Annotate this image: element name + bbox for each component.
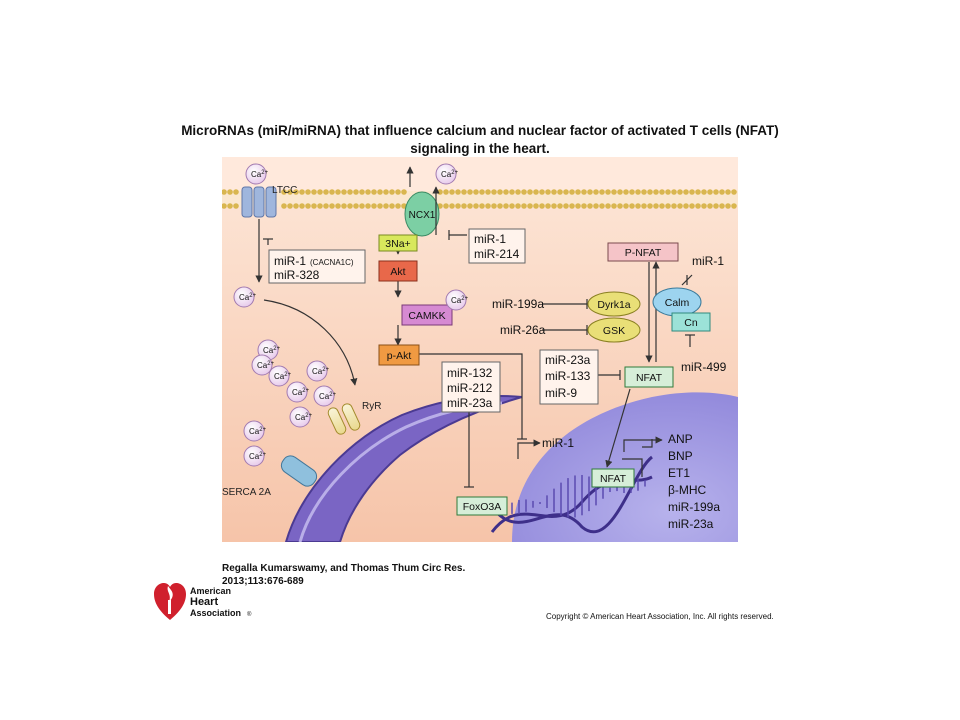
calcium-ion-label: Ca2+ [257,361,275,370]
logo-line-1: American [190,586,231,596]
gsk-label: GSK [603,325,625,337]
calcium-ion-label: Ca2+ [295,413,313,422]
target-gene-list: ANP BNP ET1 β-MHC miR-199a miR-23a [668,432,720,531]
ncx1-exchanger [404,191,440,237]
mirna-box-pakt [441,361,501,413]
calcium-ion: Ca2+ [445,289,469,311]
mir-ncx-2: miR-214 [474,247,520,261]
dyrk-ellipse [587,291,641,317]
ltcc-label: LTCC [272,185,297,196]
copyright: Copyright © American Heart Association, … [546,612,774,621]
logo-line-3: Association [190,608,241,618]
akt-label: Akt [390,266,405,278]
mirna-box-ncx1 [468,228,526,264]
nfat-signaling-diagram: LTCC NCX1 RyR SERCA 2A [222,157,738,542]
calcium-ion-label: Ca2+ [292,388,310,397]
camkk-box [401,304,453,326]
mir-ncx-1: miR-1 [474,232,506,246]
target-gene: ANP [668,432,693,446]
nfat-cyto-label: NFAT [636,372,663,384]
ltcc-channel [241,186,277,218]
pathway-arrows [255,166,695,488]
target-gene: ET1 [668,466,690,480]
heart-torch-icon [154,583,186,620]
calcium-ion: Ca2+ [243,420,267,442]
aha-logo: American Heart Association ® [154,583,252,620]
mir-nfat-3: miR-9 [545,386,577,400]
calcium-ion-label: Ca2+ [249,427,267,436]
calcium-ion: Ca2+ [243,445,267,467]
calcium-ion-label: Ca2+ [239,293,257,302]
mirna-box-ltcc [268,249,366,284]
mir-26a-label: miR-26a [500,323,546,337]
calcium-ion: Ca2+ [289,406,313,428]
ncx1-label: NCX1 [409,210,436,221]
mirna-box-nfat [539,349,599,405]
camkk-label: CAMKK [408,310,445,322]
calcium-ion: Ca2+ [435,163,459,185]
mir-1-calm-label: miR-1 [692,254,724,268]
calcium-ion: Ca2+ [245,163,269,185]
mir-pakt-1: miR-132 [447,366,493,380]
calcium-ion-label: Ca2+ [249,452,267,461]
ryr-label: RyR [362,401,381,412]
akt-box [378,260,418,282]
citation: Regalla Kumarswamy, and Thomas Thum Circ… [222,562,465,588]
calm-label: Calm [665,297,690,309]
calcium-ion: Ca2+ [268,365,292,387]
figure-title: MicroRNAs (miR/miRNA) that influence cal… [181,123,779,156]
nfat-nuc-box [591,468,635,488]
calcium-ion-label: Ca2+ [451,296,469,305]
pakt-box [378,344,420,366]
nfat-cyto-box [624,366,674,388]
mir-ltcc-1: miR-1 [274,254,306,268]
calcium-ion: Ca2+ [286,381,310,403]
gsk-ellipse [587,317,641,343]
pnfat-box [607,242,679,262]
calcium-ion: Ca2+ [233,286,257,308]
logo-registered-mark: ® [247,611,252,618]
logo-line-2: Heart [190,596,218,608]
mir-499-label: miR-499 [681,360,727,374]
na-box [378,234,418,252]
cell-membrane [222,189,738,209]
citation-line-2: 2013;113:676-689 [222,576,304,587]
mir-pakt-3: miR-23a [447,396,493,410]
target-gene: BNP [668,449,693,463]
pathway-boxes [268,228,711,516]
target-gene: miR-23a [668,517,714,531]
calcium-ion-label: Ca2+ [319,392,337,401]
pnfat-label: P-NFAT [625,247,662,259]
pakt-label: p-Akt [387,350,412,362]
mir-ltcc-2: miR-328 [274,268,320,282]
mir-199a-label: miR-199a [492,297,544,311]
mir-1-nuclear-label: miR-1 [542,436,574,450]
mir-ltcc-target: (CACNA1C) [310,258,354,267]
target-gene: miR-199a [668,500,720,514]
cn-box [671,312,711,332]
na-label: 3Na+ [385,238,410,250]
target-gene: β-MHC [668,483,707,497]
cn-label: Cn [684,317,698,329]
foxo-box [456,496,508,516]
dyrk-label: Dyrk1a [597,299,630,311]
calcium-ion-label: Ca2+ [312,367,330,376]
foxo-label: FoxO3A [463,501,502,513]
calcium-ions: Ca2+Ca2+Ca2+Ca2+Ca2+Ca2+Ca2+Ca2+Ca2+Ca2+… [233,163,469,467]
serca-pump [280,455,318,487]
citation-line-1: Regalla Kumarswamy, and Thomas Thum Circ… [222,563,466,574]
calcium-ion: Ca2+ [251,354,275,376]
calcium-ion-label: Ca2+ [441,170,459,179]
calcium-ion: Ca2+ [306,360,330,382]
calcium-ion: Ca2+ [313,385,337,407]
calcium-ion-label: Ca2+ [263,346,281,355]
ryr-channel [327,403,361,435]
serca-label: SERCA 2A [222,487,271,498]
mir-nfat-1: miR-23a [545,353,591,367]
calcium-ion-label: Ca2+ [251,170,269,179]
mir-nfat-2: miR-133 [545,369,591,383]
calcium-ion-label: Ca2+ [274,372,292,381]
nfat-nuc-label: NFAT [600,473,627,485]
mir-pakt-2: miR-212 [447,381,493,395]
